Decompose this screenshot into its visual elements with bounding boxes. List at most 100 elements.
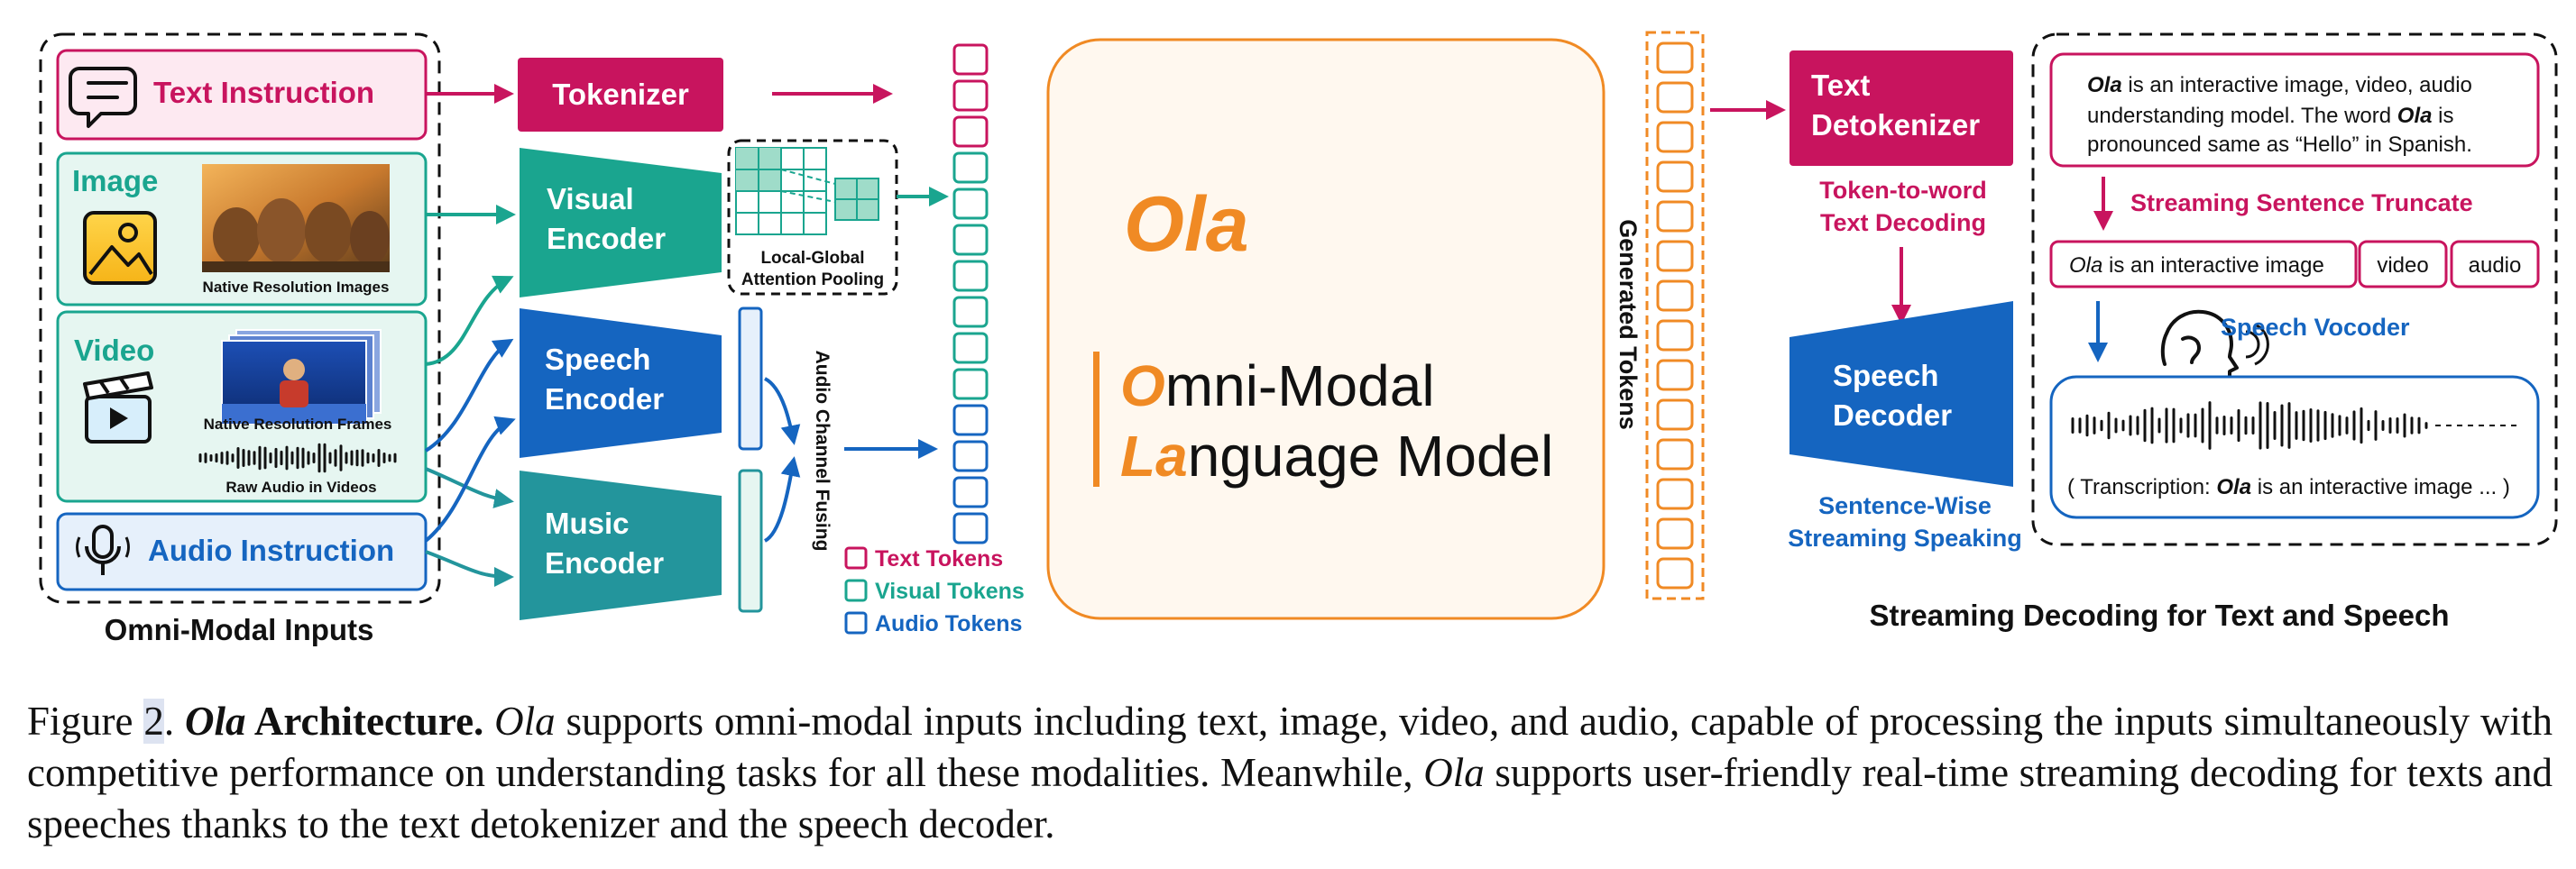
generated-token <box>1658 202 1692 231</box>
text-instruction-label: Text Instruction <box>153 76 374 109</box>
legend-text-tokens: Text Tokens <box>875 546 1003 572</box>
pooling-label-2: Attention Pooling <box>741 270 884 289</box>
chunk-1-text: Ola is an interactive image <box>2069 253 2324 278</box>
generated-token <box>1658 162 1692 191</box>
visual-encoder-block: Visual Encoder <box>520 148 722 297</box>
tokenizer-block: Tokenizer <box>518 58 723 132</box>
text-detokenizer-block: Text Detokenizer <box>1789 50 2013 166</box>
legend-visual-tokens: Visual Tokens <box>875 579 1025 604</box>
generated-token <box>1658 559 1692 588</box>
video-frames-caption: Native Resolution Frames <box>204 416 392 433</box>
clapperboard-icon <box>85 373 152 442</box>
legend-text-swatch <box>846 548 866 568</box>
music-feature-bar <box>740 471 761 611</box>
ola-model-line-2: Language Model <box>1120 424 1553 489</box>
chunk-1-ola: Ola <box>2069 253 2102 278</box>
video-input-box: Video Native Resolution Frames Raw Audio… <box>58 312 426 501</box>
tokenizer-label: Tokenizer <box>552 78 689 111</box>
chunk-1-rest: is an interactive image <box>2102 253 2323 278</box>
generated-token <box>1658 361 1692 389</box>
image-caption: Native Resolution Images <box>203 279 390 296</box>
text-output-line-1: Ola is an interactive image, video, audi… <box>2087 73 2472 97</box>
raw-audio-caption: Raw Audio in Videos <box>225 479 376 496</box>
legend-audio-tokens: Audio Tokens <box>875 611 1022 636</box>
text-token <box>954 45 987 74</box>
generated-token <box>1658 83 1692 112</box>
text-output-line-3: pronounced same as “Hello” in Spanish. <box>2087 133 2472 157</box>
chunk-3-text: audio <box>2469 253 2522 278</box>
generated-tokens-label: Generated Tokens <box>1615 219 1642 430</box>
visual-token <box>954 370 987 398</box>
ola-line1-initial: O <box>1120 353 1165 418</box>
generated-token-boxes <box>1658 43 1692 588</box>
caption-body-ola-2: Ola <box>1423 750 1485 795</box>
ola-line1-rest: mni-Modal <box>1165 353 1435 418</box>
caption-body-ola-1: Ola <box>494 699 556 744</box>
ola-model-accent-bar <box>1093 352 1099 487</box>
transcription-text: ( Transcription: Ola is an interactive i… <box>2067 475 2510 499</box>
ola-line2-rest: nguage Model <box>1188 424 1554 489</box>
streaming-output-group: Ola is an interactive image, video, audi… <box>2033 34 2556 544</box>
text-output-line-2: understanding model. The word Ola is <box>2087 104 2453 128</box>
transcription-ola: Ola <box>2216 475 2251 499</box>
input-token-column <box>954 45 987 543</box>
output-line1-rest: is an interactive image, video, audio <box>2122 73 2472 97</box>
pooling-label-1: Local-Global <box>760 249 864 268</box>
speech-feature-bar <box>740 308 761 449</box>
token-to-word-label-2: Text Decoding <box>1820 209 1986 236</box>
streaming-decoding-label: Streaming Decoding for Text and Speech <box>1869 599 2449 632</box>
visual-token <box>954 225 987 254</box>
speech-encoder-label-2: Encoder <box>545 382 664 416</box>
generated-tokens-column: Generated Tokens <box>1615 32 1703 599</box>
ola-model-name: Ola <box>1124 181 1249 268</box>
audio-token <box>954 478 987 507</box>
caption-prefix: Figure <box>27 699 143 744</box>
generated-token <box>1658 480 1692 508</box>
speech-encoder-label-1: Speech <box>545 343 650 376</box>
ola-model-block: Ola Omni-Modal Language Model <box>1048 40 1604 618</box>
visual-token <box>954 297 987 326</box>
audio-token <box>954 406 987 434</box>
image-picture-icon <box>85 213 155 283</box>
audio-instruction-label: Audio Instruction <box>148 534 394 567</box>
caption-figure-number[interactable]: 2 <box>143 699 164 744</box>
speech-decoder-block: Speech Decoder <box>1789 301 2013 487</box>
generated-token <box>1658 43 1692 72</box>
speech-encoder-block: Speech Encoder <box>520 308 722 458</box>
generated-token <box>1658 281 1692 310</box>
visual-encoder-label-1: Visual <box>547 182 634 215</box>
text-instruction-box: Text Instruction <box>58 50 426 139</box>
detokenizer-label-2: Detokenizer <box>1811 108 1980 142</box>
speech-decoder-label-1: Speech <box>1833 359 1938 392</box>
video-frames-stack <box>222 330 381 424</box>
legend-visual-swatch <box>846 581 866 600</box>
omni-modal-inputs-group: Text Instruction Image Native Resolution… <box>41 34 439 646</box>
generated-token <box>1658 123 1692 151</box>
token-to-word-label-1: Token-to-word <box>1819 177 1986 204</box>
audio-token <box>954 442 987 471</box>
caption-title-ola: Ola <box>185 699 246 744</box>
generated-token <box>1658 519 1692 548</box>
sentence-wise-label-1: Sentence-Wise <box>1818 492 1992 519</box>
transcription-b: is an interactive image ... ) <box>2251 475 2510 499</box>
visual-token <box>954 261 987 290</box>
sentence-wise-label-2: Streaming Speaking <box>1788 525 2022 552</box>
chunk-2-text: video <box>2377 253 2428 278</box>
caption-dot: . <box>164 699 185 744</box>
generated-tokens-dashed-border <box>1647 32 1703 599</box>
generated-token <box>1658 400 1692 429</box>
music-encoder-block: Music Encoder <box>520 471 722 620</box>
text-token <box>954 81 987 110</box>
transcription-a: ( Transcription: <box>2067 475 2216 499</box>
visual-token <box>954 189 987 218</box>
visual-token <box>954 153 987 182</box>
generated-token <box>1658 321 1692 350</box>
capybara-sample-image <box>202 164 390 272</box>
streaming-sentence-truncate-label: Streaming Sentence Truncate <box>2130 189 2473 216</box>
audio-token <box>954 514 987 543</box>
visual-encoder-label-2: Encoder <box>547 222 666 255</box>
image-label: Image <box>72 164 158 197</box>
output-ola-2: Ola <box>2397 104 2433 128</box>
music-encoder-label-2: Encoder <box>545 546 664 580</box>
output-ola-1: Ola <box>2087 73 2122 97</box>
